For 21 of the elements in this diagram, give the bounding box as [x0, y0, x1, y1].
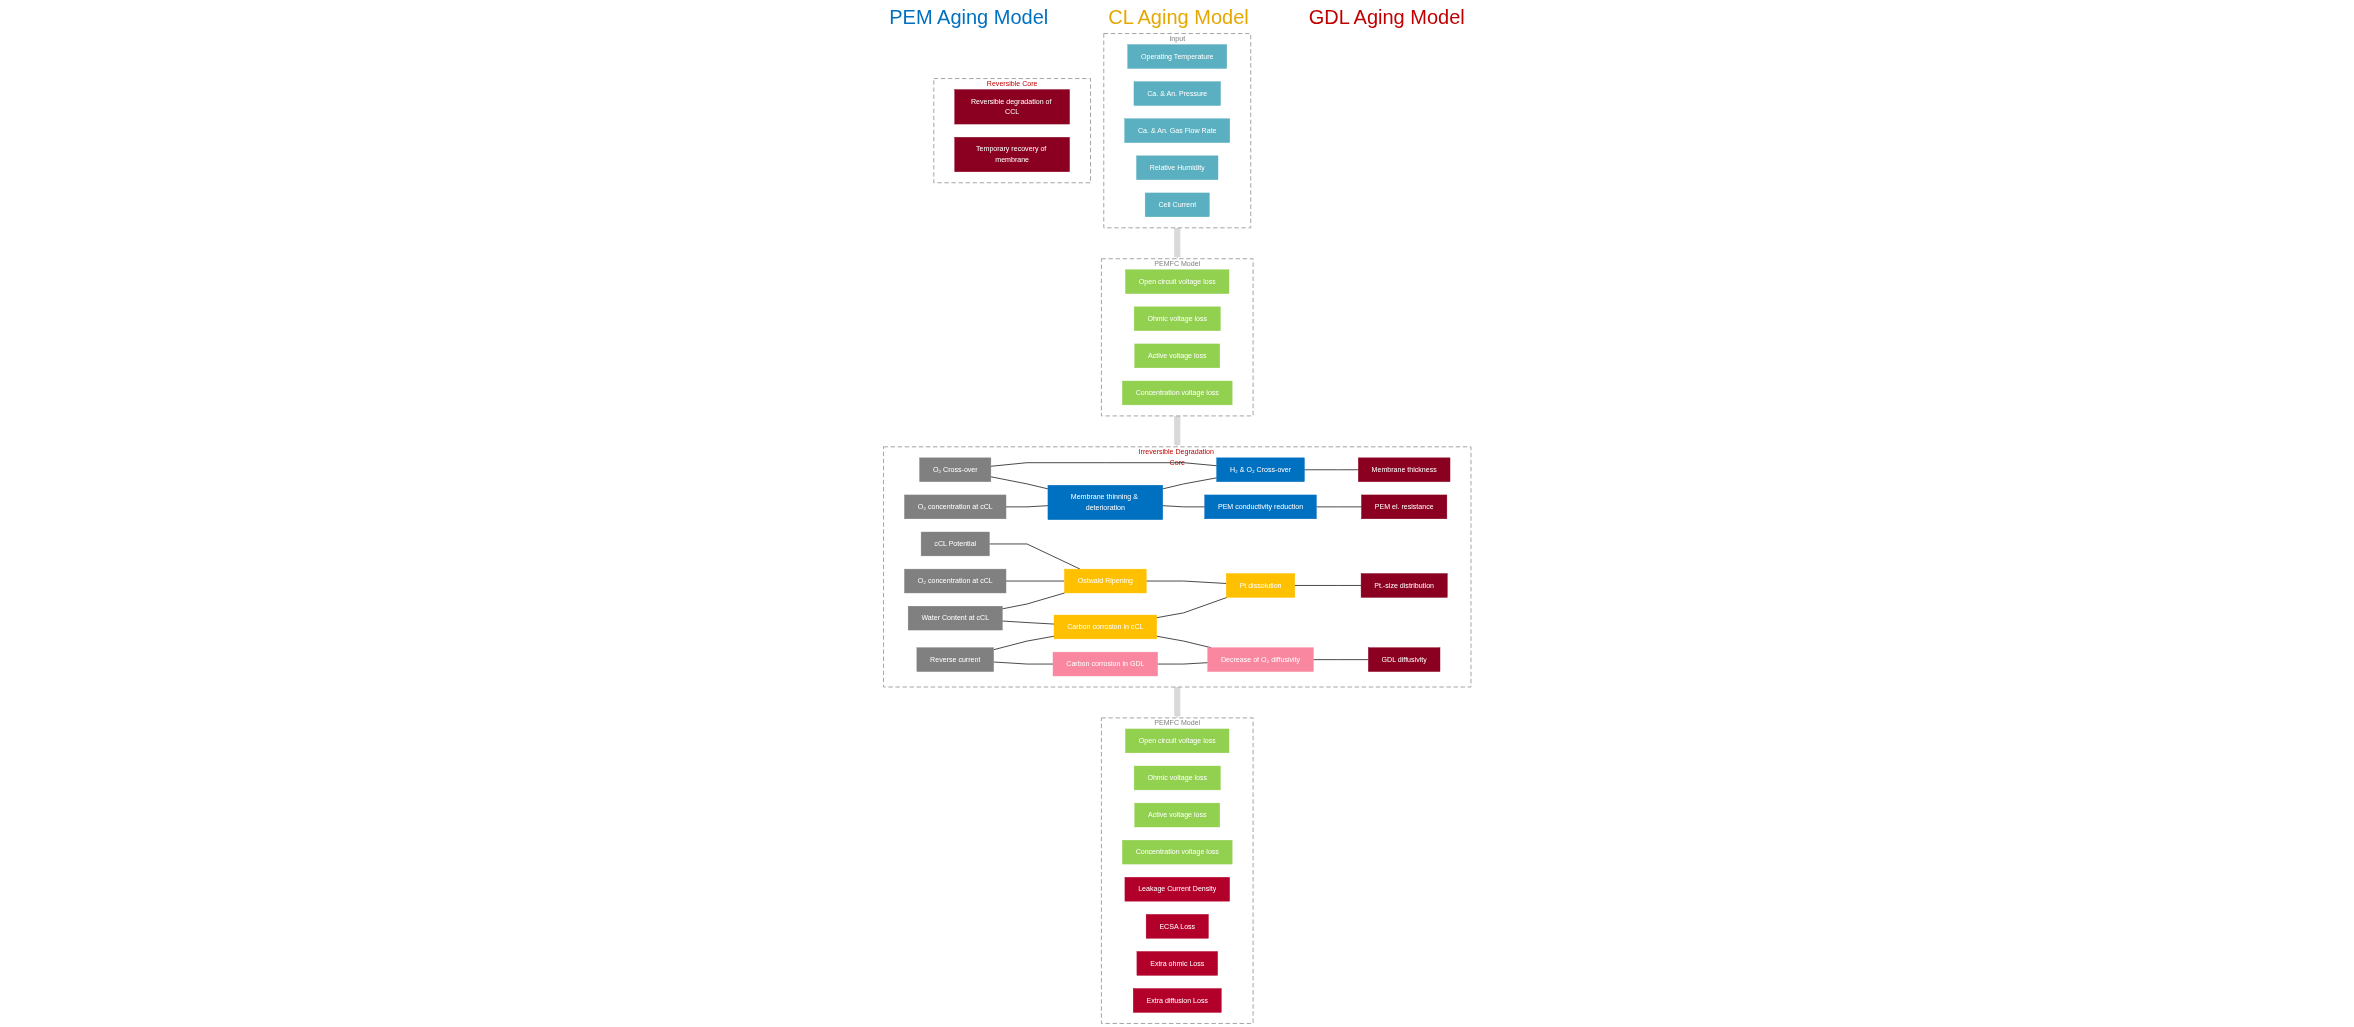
connector — [990, 476, 1049, 490]
arrow — [1173, 687, 1181, 719]
connector — [992, 635, 1055, 651]
connector — [1001, 592, 1065, 610]
connector — [988, 543, 1081, 570]
connector — [1162, 477, 1217, 490]
connector — [1155, 596, 1228, 619]
connector — [1145, 580, 1227, 584]
connector — [1303, 469, 1359, 471]
arrow — [1173, 227, 1181, 259]
connector — [1005, 580, 1065, 582]
connector — [990, 462, 1217, 467]
arrow — [1173, 415, 1181, 447]
connector — [1001, 620, 1055, 625]
connector — [1162, 505, 1205, 508]
connector — [992, 661, 1054, 665]
connector — [1315, 506, 1362, 508]
connector — [1005, 505, 1049, 508]
connector — [1156, 662, 1208, 665]
connector — [1294, 585, 1362, 586]
connector — [1312, 659, 1369, 661]
